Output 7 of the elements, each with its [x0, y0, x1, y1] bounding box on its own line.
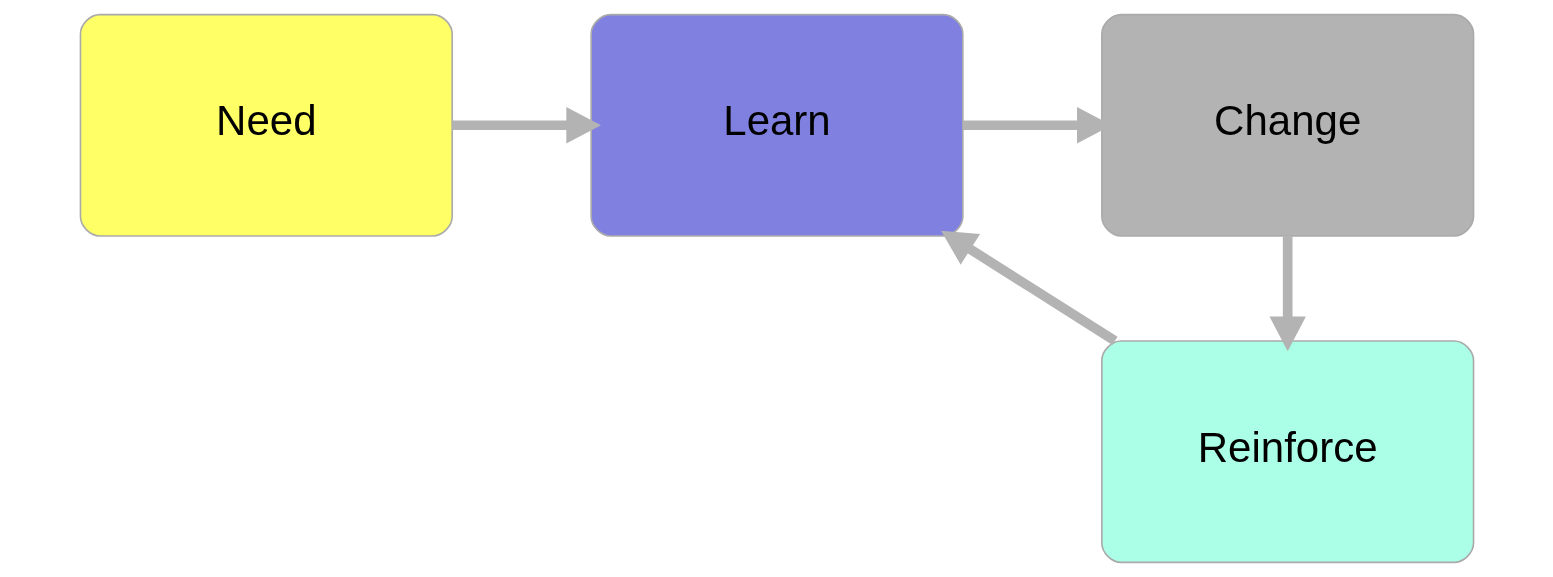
arrow: [1268, 236, 1306, 352]
arrow: [451, 107, 601, 144]
arrow: [940, 230, 1118, 345]
node-box: Learn: [589, 13, 964, 237]
node-box: Reinforce: [1100, 340, 1474, 564]
node-box: Change: [1100, 13, 1474, 237]
node-box: Need: [79, 13, 453, 237]
